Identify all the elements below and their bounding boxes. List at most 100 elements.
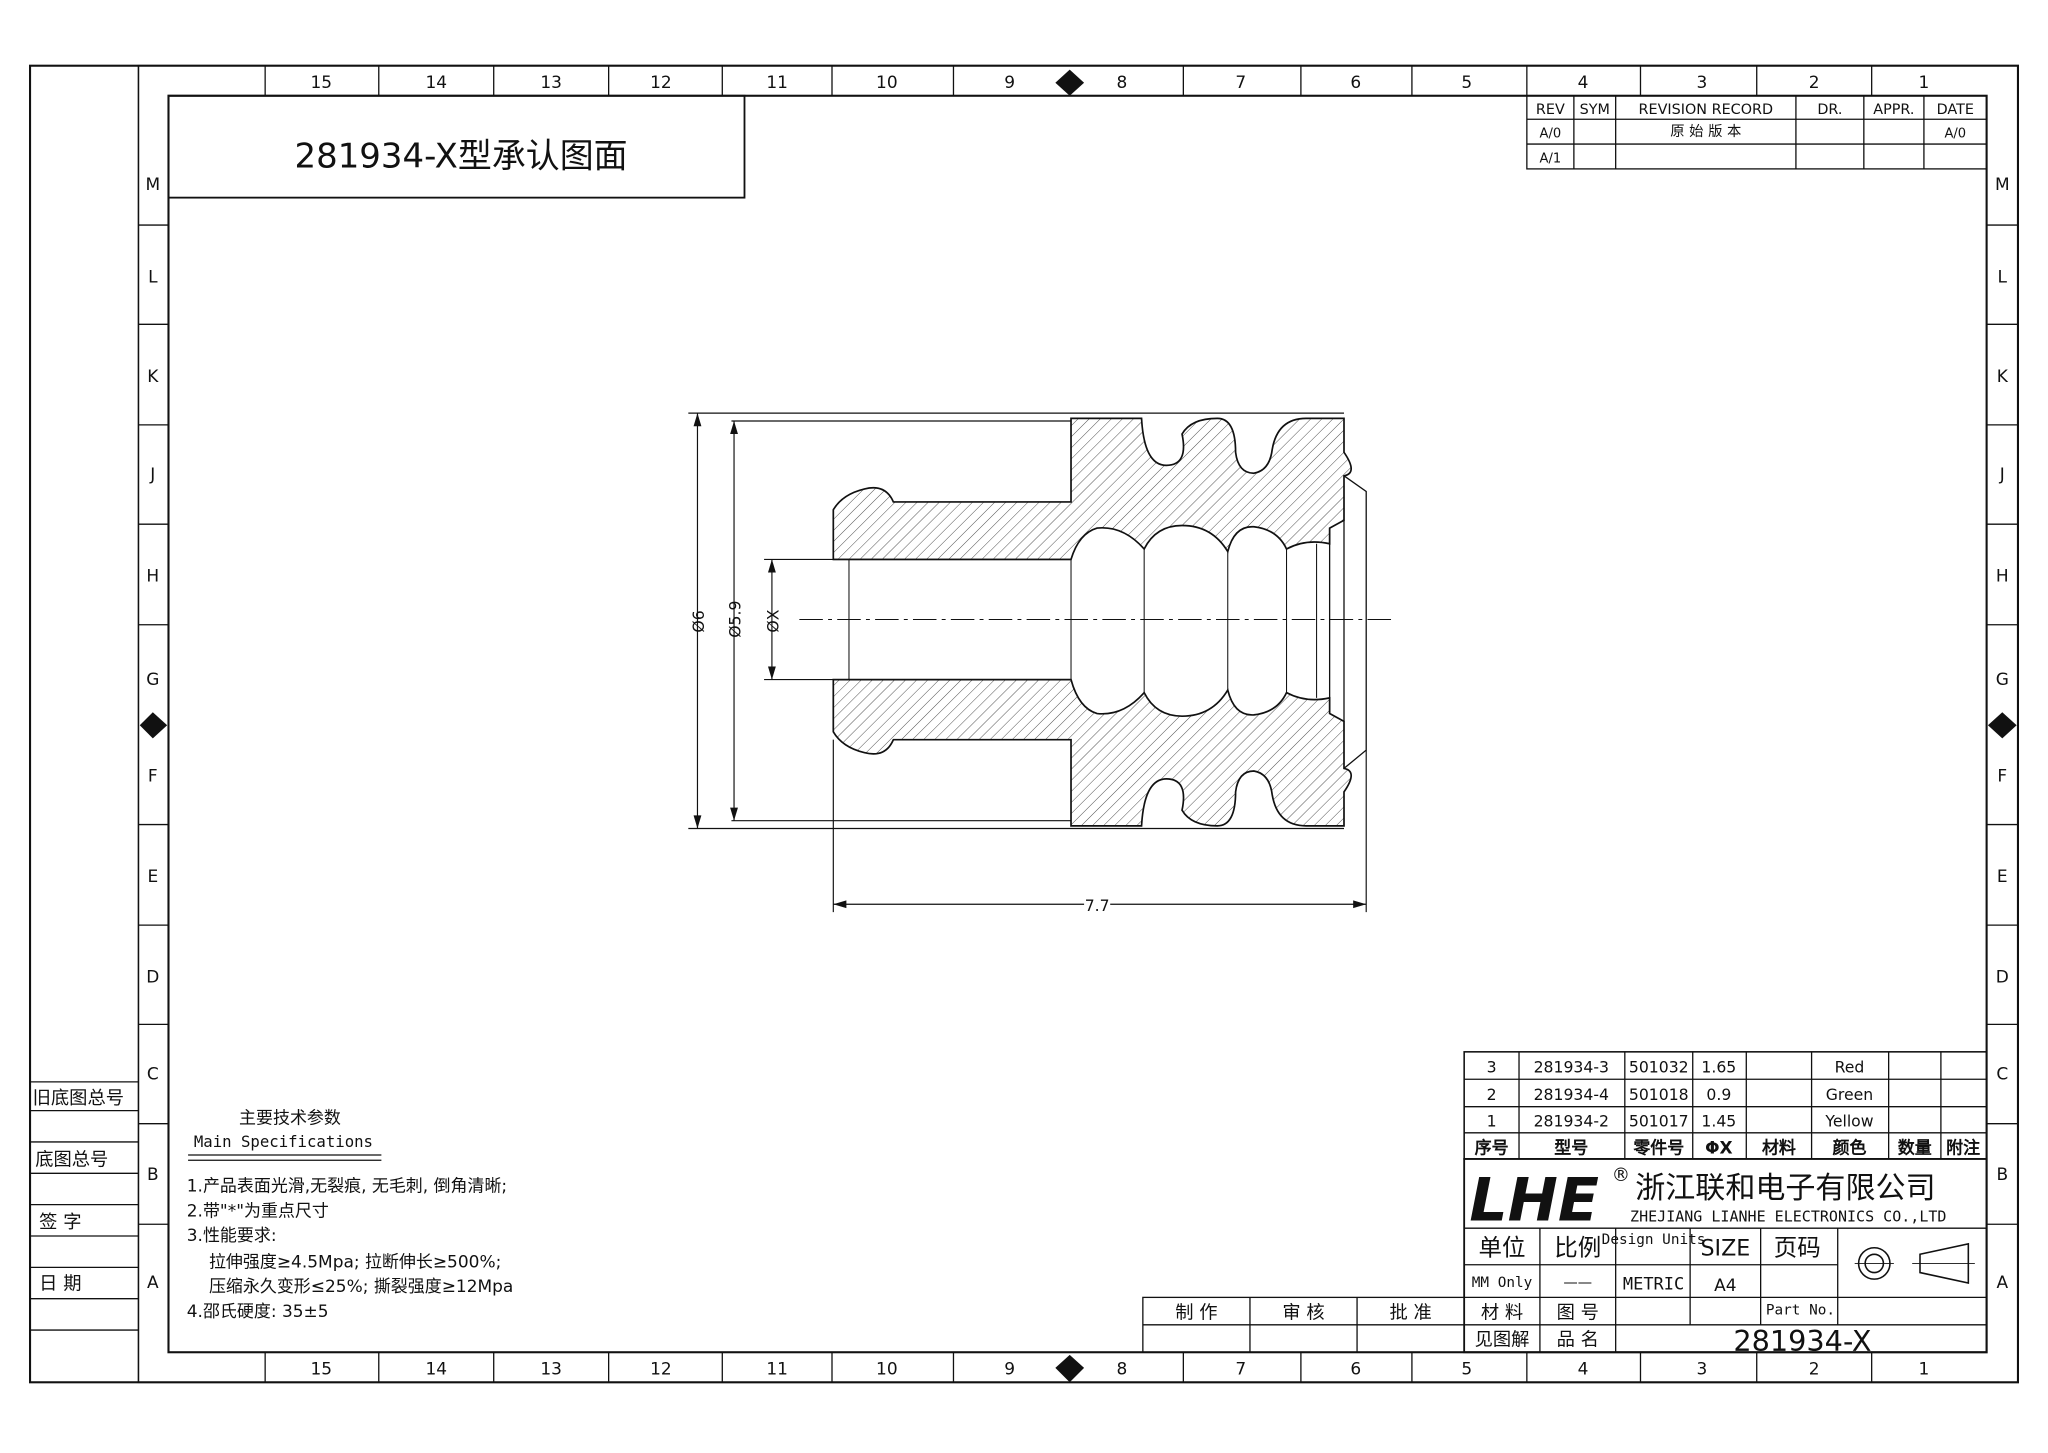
svg-text:B: B <box>1996 1165 2008 1185</box>
bom-row3-part: 501032 <box>1629 1058 1689 1077</box>
bom-table: 3 281934-3 501032 1.65 Red 2 281934-4 50… <box>1463 1051 1988 1160</box>
main-specifications: 主要技术参数 Main Specifications 1.产品表面光滑,无裂痕,… <box>187 1109 514 1322</box>
svg-text:9: 9 <box>1004 1359 1015 1379</box>
rev-row-1: A/0 <box>1540 127 1562 142</box>
svg-text:3: 3 <box>1696 1359 1707 1379</box>
svg-text:E: E <box>1997 867 2008 887</box>
old-base-drawing-no-label: 旧底图总号 <box>33 1088 124 1109</box>
svg-text:G: G <box>1996 670 2009 690</box>
spec-item-3b: 压缩永久变形≤25%; 撕裂强度≥12Mpa <box>209 1277 513 1297</box>
svg-text:D: D <box>1996 968 2009 988</box>
approval-row: 制 作 审 核 批 准 <box>1142 1296 1465 1353</box>
svg-text:J: J <box>1999 465 2005 485</box>
svg-text:2: 2 <box>1809 1359 1820 1379</box>
svg-text:K: K <box>147 367 159 387</box>
svg-text:8: 8 <box>1117 1359 1128 1379</box>
bom-row3-color: Red <box>1835 1058 1865 1077</box>
svg-text:H: H <box>146 567 159 587</box>
bore-diameter-label: ØX <box>763 609 782 632</box>
bom-header-part: 零件号 <box>1632 1138 1684 1159</box>
title-box <box>167 94 746 199</box>
dimension-arrows <box>693 413 1367 909</box>
record-row-1: 原 始 版 本 <box>1670 123 1741 140</box>
center-mark-right-icon <box>1987 712 2017 739</box>
svg-text:B: B <box>147 1165 159 1185</box>
svg-text:M: M <box>1995 175 2010 195</box>
svg-text:A: A <box>1996 1273 2008 1293</box>
date-header: DATE <box>1937 102 1974 118</box>
svg-text:8: 8 <box>1117 73 1128 93</box>
svg-text:12: 12 <box>650 1359 672 1379</box>
outer-diameter-label: Ø6 <box>689 610 708 632</box>
svg-text:F: F <box>1997 766 2007 786</box>
upper-section-hatch <box>832 417 1353 561</box>
svg-text:13: 13 <box>540 73 562 93</box>
inner-border <box>167 94 1988 1354</box>
company-name-cn: 浙江联和电子有限公司 <box>1635 1171 1935 1206</box>
svg-text:H: H <box>1996 567 2009 587</box>
left-strip: 旧底图总号 底图总号 签 字 日 期 <box>30 1081 139 1331</box>
bom-header-color: 颜色 <box>1833 1138 1867 1159</box>
bom-row3-no: 3 <box>1487 1058 1497 1077</box>
row-grid <box>138 224 2018 1225</box>
material-label: 材 料 <box>1481 1302 1523 1323</box>
product-name-label: 品 名 <box>1557 1330 1599 1351</box>
bom-header-dia: ΦX <box>1705 1139 1733 1159</box>
svg-text:15: 15 <box>311 73 333 93</box>
bom-row2-part: 501018 <box>1629 1085 1689 1104</box>
svg-text:M: M <box>145 175 160 195</box>
bom-header-note: 附注 <box>1946 1138 1980 1159</box>
bom-row1-dia: 1.45 <box>1701 1111 1736 1130</box>
make-label: 制 作 <box>1175 1302 1217 1323</box>
spec-item-1: 1.产品表面光滑,无裂痕, 无毛刺, 倒角清晰; <box>187 1177 507 1197</box>
center-mark-top-icon <box>1055 69 1085 96</box>
svg-text:14: 14 <box>425 73 447 93</box>
projection-symbol-icon <box>1854 1242 1975 1284</box>
svg-text:G: G <box>146 670 159 690</box>
svg-text:D: D <box>146 968 159 988</box>
design-units-value: METRIC <box>1623 1275 1684 1295</box>
svg-text:10: 10 <box>876 73 898 93</box>
bom-header-qty: 数量 <box>1898 1138 1932 1159</box>
bom-row1-model: 281934-2 <box>1534 1111 1609 1130</box>
spec-item-4: 4.邵氏硬度: 35±5 <box>187 1302 329 1322</box>
company-name-en: ZHEJIANG LIANHE ELECTRONICS CO.,LTD <box>1630 1208 1946 1226</box>
svg-text:7: 7 <box>1235 73 1246 93</box>
svg-text:15: 15 <box>311 1359 333 1379</box>
svg-text:10: 10 <box>876 1359 898 1379</box>
company-logo: LHE <box>1469 1165 1599 1235</box>
svg-text:6: 6 <box>1350 73 1361 93</box>
check-label: 审 核 <box>1282 1302 1324 1323</box>
column-grid <box>264 65 1873 1383</box>
spec-item-3: 3.性能要求: <box>187 1226 277 1246</box>
svg-text:2: 2 <box>1809 73 1820 93</box>
bom-row2-dia: 0.9 <box>1706 1085 1731 1104</box>
svg-text:E: E <box>147 867 158 887</box>
row-labels-left: ML KJ HG FE DC BA <box>145 175 160 1293</box>
bom-row1-part: 501017 <box>1629 1111 1689 1130</box>
length-label: 7.7 <box>1085 896 1110 915</box>
scale-value: —— <box>1563 1275 1592 1291</box>
svg-text:6: 6 <box>1350 1359 1361 1379</box>
svg-text:1: 1 <box>1919 73 1930 93</box>
spec-item-2: 2.带"*"为重点尺寸 <box>187 1201 329 1221</box>
spec-item-3a: 拉伸强度≥4.5Mpa; 拉断伸长≥500%; <box>209 1252 501 1272</box>
signature-label: 签 字 <box>39 1212 81 1233</box>
registered-mark: ® <box>1612 1165 1630 1186</box>
center-mark-left-icon <box>139 712 168 739</box>
size-value: A4 <box>1714 1276 1736 1296</box>
revision-table: REV SYM REVISION RECORD DR. APPR. DATE A… <box>1526 95 1988 170</box>
part-number: 281934-X <box>1733 1324 1871 1358</box>
svg-text:J: J <box>149 465 155 485</box>
specs-heading-en: Main Specifications <box>194 1132 373 1151</box>
svg-text:4: 4 <box>1578 1359 1589 1379</box>
mid-diameter-label: Ø5.9 <box>726 601 745 638</box>
bom-row1-no: 1 <box>1487 1111 1497 1130</box>
base-drawing-no-label: 底图总号 <box>35 1149 108 1170</box>
svg-text:7: 7 <box>1235 1359 1246 1379</box>
svg-text:K: K <box>1997 367 2009 387</box>
svg-text:4: 4 <box>1578 73 1589 93</box>
